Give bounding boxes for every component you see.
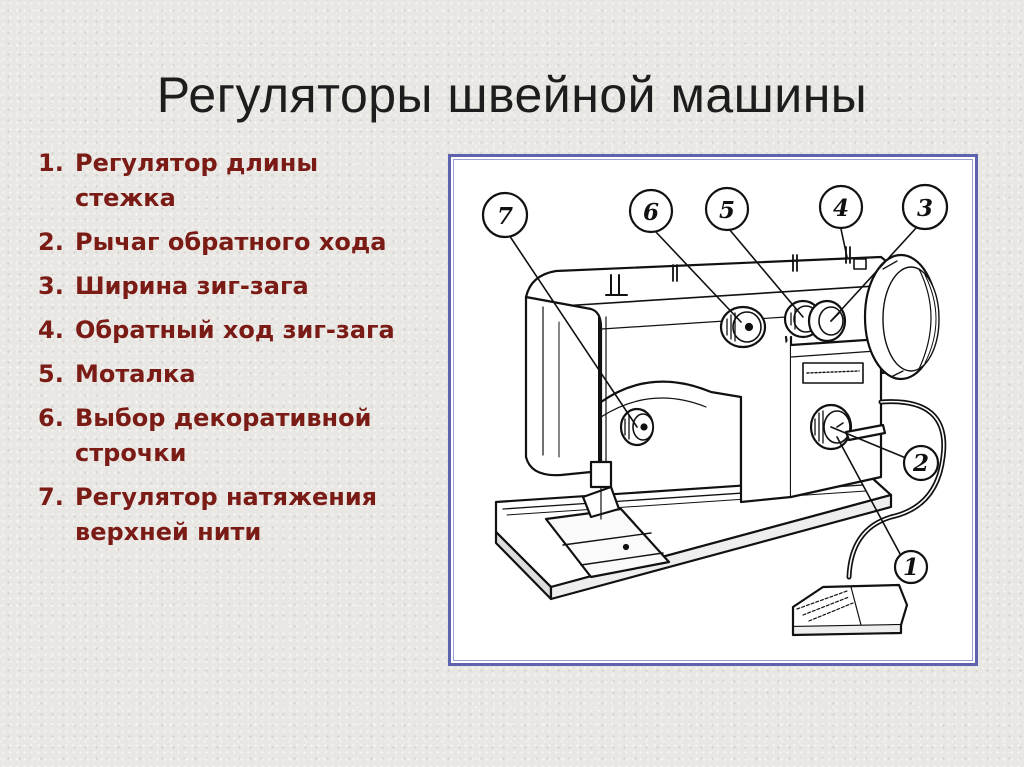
reverse-lever bbox=[844, 423, 887, 442]
legend-item-text: Рычаг обратного хода bbox=[75, 228, 387, 256]
legend-item: 5. Моталка bbox=[38, 357, 398, 392]
legend-item-number: 3. bbox=[38, 272, 64, 300]
callout-number: 7 bbox=[497, 203, 513, 230]
callout-1: 1 bbox=[893, 549, 929, 585]
legend-item-text: Регулятор длины стежка bbox=[75, 149, 319, 212]
legend-item: 3. Ширина зиг-зага bbox=[38, 269, 398, 304]
power-cord-and-pedal bbox=[791, 399, 947, 637]
legend-item-text: Моталка bbox=[75, 360, 196, 388]
legend-item-text: Ширина зиг-зага bbox=[75, 272, 309, 300]
legend-item: 7. Регулятор натяжения верхней нити bbox=[38, 480, 398, 550]
slide-title: Регуляторы швейной машины bbox=[156, 67, 868, 123]
legend-item-number: 2. bbox=[38, 228, 64, 256]
callout-number: 5 bbox=[719, 197, 735, 224]
callout-number: 3 bbox=[917, 195, 933, 222]
legend-item-text: Обратный ход зиг-зага bbox=[75, 316, 395, 344]
legend-item: 1. Регулятор длины стежка bbox=[38, 146, 398, 216]
sewing-machine-drawing: 7 6 5 4 3 2 1 bbox=[481, 183, 949, 637]
legend-item: 6. Выбор декоративной строчки bbox=[38, 401, 398, 471]
legend-item-text: Регулятор натяжения верхней нити bbox=[75, 483, 378, 546]
callout-2: 2 bbox=[902, 444, 940, 482]
callout-number: 4 bbox=[833, 195, 849, 222]
callout-4: 4 bbox=[818, 184, 864, 230]
sewing-machine-figure: 7 6 5 4 3 2 1 bbox=[448, 154, 978, 666]
legend-item: 4. Обратный ход зиг-зага bbox=[38, 313, 398, 348]
legend-item-number: 4. bbox=[38, 316, 64, 344]
callout-number: 2 bbox=[912, 450, 929, 477]
legend-item-number: 6. bbox=[38, 404, 64, 432]
callout-6: 6 bbox=[628, 188, 674, 234]
callout-number: 6 bbox=[643, 199, 659, 226]
dial-3 bbox=[807, 299, 847, 343]
legend-item-text: Выбор декоративной строчки bbox=[75, 404, 372, 467]
legend-item-number: 7. bbox=[38, 483, 64, 511]
callout-3: 3 bbox=[901, 183, 949, 231]
handwheel bbox=[863, 253, 940, 381]
callout-leaders bbox=[508, 226, 918, 566]
machine-body bbox=[524, 246, 898, 504]
machine-base bbox=[494, 475, 893, 601]
callout-number: 1 bbox=[903, 554, 919, 581]
legend-item: 2. Рычаг обратного хода bbox=[38, 225, 398, 260]
dial-6 bbox=[719, 305, 767, 349]
legend-item-number: 1. bbox=[38, 149, 64, 177]
legend-item-number: 5. bbox=[38, 360, 64, 388]
callout-7: 7 bbox=[481, 191, 529, 239]
controls-legend: 1. Регулятор длины стежка 2. Рычаг обрат… bbox=[38, 146, 398, 559]
needle-assembly bbox=[581, 316, 621, 520]
callout-5: 5 bbox=[704, 186, 750, 232]
